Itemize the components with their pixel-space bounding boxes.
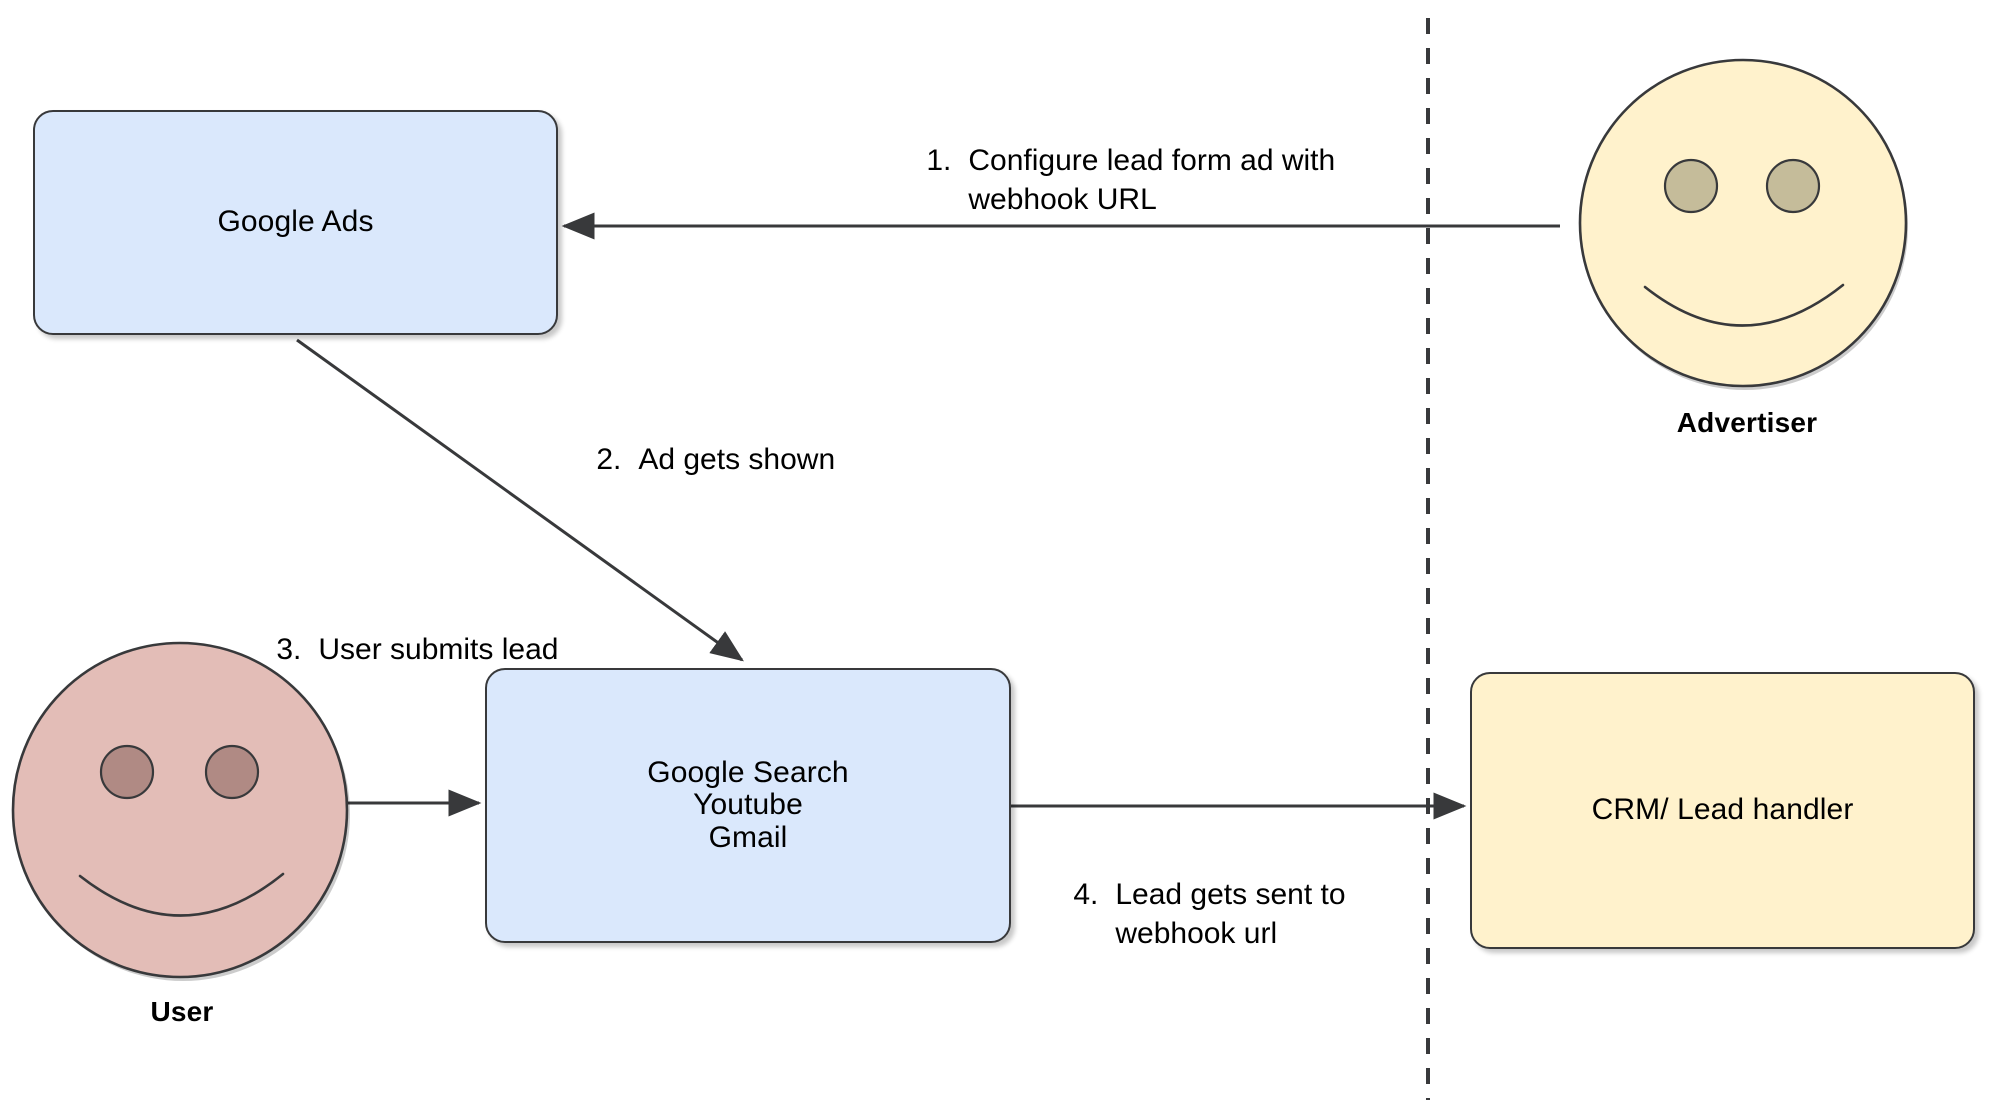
user-smile (78, 872, 285, 917)
edge-label-step-3: 3. User submits lead (243, 593, 558, 708)
node-crm-lead-handler[interactable]: CRM/ Lead handler (1470, 672, 1975, 949)
edge-label-step-3-number: 3. (276, 633, 302, 667)
advertiser-smiley-face-icon (1578, 58, 1908, 390)
actor-advertiser-label: Advertiser (1676, 407, 1818, 438)
actor-user[interactable]: User (10, 638, 354, 1027)
advertiser-face-circle (1578, 58, 1908, 388)
user-face-circle (11, 641, 349, 979)
edge-label-step-4-line-1: Lead gets sent to (1115, 878, 1346, 912)
edge-label-step-3-line-1: User submits lead (318, 633, 559, 667)
edge-label-step-1-number: 1. (926, 144, 952, 178)
node-google-ads-label: Google Ads (217, 205, 374, 239)
user-right-eye (204, 744, 260, 800)
user-smiley-face-icon (11, 641, 350, 981)
edge-label-step-1-line-1: Configure lead form ad with (968, 144, 1336, 178)
advertiser-left-eye (1663, 158, 1719, 214)
node-google-properties[interactable]: Google Search Youtube Gmail (485, 668, 1011, 943)
edge-label-step-1: 1. Configure lead form ad with webhook URL (893, 104, 1335, 258)
edge-label-step-2: 2. Ad gets shown (563, 403, 835, 518)
edge-label-step-2-number: 2. (596, 443, 622, 477)
actor-user-label: User (150, 996, 214, 1027)
advertiser-right-eye (1765, 158, 1821, 214)
edge-label-step-1-line-2: webhook URL (968, 182, 1157, 216)
node-google-properties-label: Google Search Youtube Gmail (647, 755, 849, 854)
actor-advertiser[interactable]: Advertiser (1578, 55, 1916, 438)
edge-label-step-4: 4. Lead gets sent to webhook url (1040, 838, 1346, 992)
advertiser-smile (1643, 283, 1845, 327)
edge-label-step-4-number: 4. (1073, 878, 1099, 912)
node-google-ads[interactable]: Google Ads (33, 110, 558, 335)
edge-label-step-4-line-2: webhook url (1115, 916, 1278, 950)
user-left-eye (99, 744, 155, 800)
edge-label-step-2-line-1: Ad gets shown (638, 443, 836, 477)
node-crm-lead-handler-label: CRM/ Lead handler (1591, 793, 1854, 827)
